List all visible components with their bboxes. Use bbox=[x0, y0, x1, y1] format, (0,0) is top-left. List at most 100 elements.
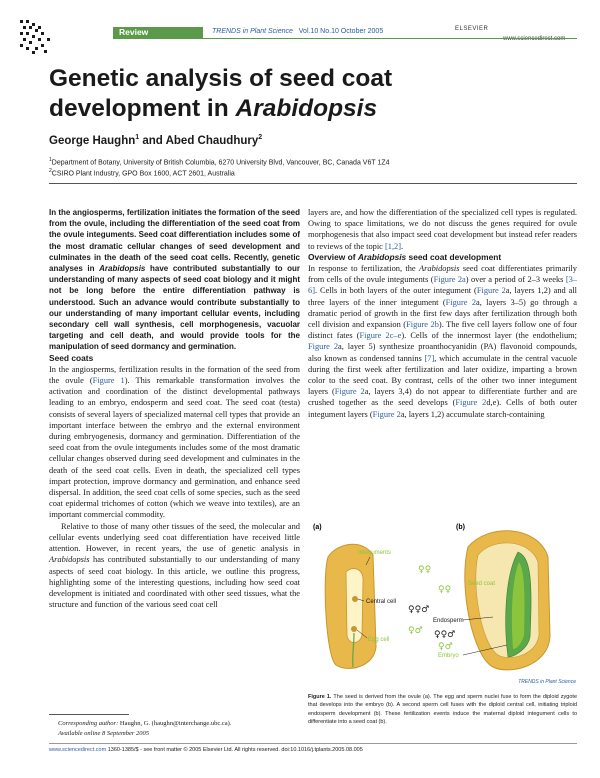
journal-name: TRENDS in Plant Science bbox=[212, 28, 293, 35]
affiliation-1-text: Department of Botany, University of Brit… bbox=[51, 159, 390, 167]
panel-a-label: (a) bbox=[313, 524, 322, 531]
figure-1-caption: Figure 1. The seed is derived from the o… bbox=[308, 693, 577, 727]
affiliation-2: 2CSIRO Plant Industry, GPO Box 1600, ACT… bbox=[49, 168, 235, 177]
corresponding-label: Corresponding author: bbox=[58, 720, 119, 727]
publisher-name: ELSEVIER bbox=[455, 26, 489, 32]
journal-citation: TRENDS in Plant Science Vol.10 No.10 Oct… bbox=[212, 28, 383, 35]
publisher-logo: ELSEVIER www.sciencedirect.com bbox=[455, 26, 577, 48]
footer-text: 1360-1385/$ - see front matter © 2005 El… bbox=[106, 747, 363, 753]
central-cell-nucleus bbox=[352, 596, 358, 602]
abstract-genus: Arabidopsis bbox=[99, 264, 146, 274]
seed-coat-symbols: ♀♀ bbox=[438, 585, 451, 595]
p1-part-a: In the angiosperms, fertilization result… bbox=[49, 364, 300, 386]
figure-1: (a) Integuments Central cell Egg cell ♀♀… bbox=[308, 517, 578, 687]
pointer-integuments bbox=[365, 556, 371, 566]
rp1-d: . Cells in both layers of the outer inte… bbox=[314, 286, 477, 296]
figure-1-link[interactable]: Figure 1 bbox=[92, 376, 125, 386]
heading-seed-coats: Seed coats bbox=[49, 352, 94, 363]
rp1-e: a, layers 1,2) and all three layers of t… bbox=[308, 286, 577, 307]
footer-rule bbox=[49, 743, 577, 744]
heading-overview-post: seed coat development bbox=[406, 251, 502, 262]
corresponding-author-note: Corresponding author: Haughn, G. (haughn… bbox=[58, 720, 231, 727]
figure-credit: TRENDS in Plant Science bbox=[518, 679, 576, 685]
abstract-part-1: In the angiosperms, fertilization initia… bbox=[49, 208, 300, 274]
footer-url[interactable]: www.sciencedirect.com bbox=[49, 747, 107, 753]
section-label: Review bbox=[119, 27, 149, 37]
section-tab: Review bbox=[113, 27, 203, 38]
rp1-h: ). Cells of the innermost layer (the end… bbox=[401, 331, 577, 341]
figure-2-link[interactable]: Figure 2 bbox=[445, 297, 477, 307]
title-line-2: development in bbox=[49, 95, 236, 122]
header-rule bbox=[113, 38, 577, 39]
corresponding-text: Haughn, G. (haughn@interchange.ubc.ca). bbox=[118, 720, 232, 727]
paragraph-continued: layers are, and how the differentiation … bbox=[308, 207, 577, 252]
author-1-sup: 1 bbox=[135, 134, 140, 141]
rp1-g: ). The five cell layers follow one of fo… bbox=[308, 320, 578, 341]
rp1-j: , which accumulate in the central vacuol… bbox=[308, 353, 577, 397]
title-genus: Arabidopsis bbox=[235, 95, 378, 122]
caption-text: The seed is derived from the ovule (a). … bbox=[308, 694, 577, 726]
pointer-central-cell bbox=[357, 598, 365, 602]
pointer-endosperm bbox=[462, 616, 494, 621]
ref-7-link[interactable]: [7] bbox=[424, 353, 435, 363]
egg-cell-symbols: ♀♂ bbox=[408, 626, 423, 636]
rp1-b: seed coat differentiates primarily from … bbox=[308, 264, 577, 285]
figure-2a-link[interactable]: Figure 2a bbox=[433, 275, 466, 285]
rp1-m: a, layers 1,2) accumulate starch-contain… bbox=[400, 409, 545, 419]
rp0-b: . bbox=[401, 241, 404, 251]
paragraph-seed-coats-1: In the angiosperms, fertilization result… bbox=[49, 364, 300, 521]
label-seed-coat: Seed coat bbox=[468, 581, 495, 587]
affiliation-2-sup: 2 bbox=[49, 168, 52, 174]
rp1-i: a, layer 5) synthesize proanthocyanidin … bbox=[308, 342, 578, 363]
available-online-note: Available online 8 September 2005 bbox=[58, 730, 149, 737]
central-cell-symbols: ♀♀♂ bbox=[408, 605, 429, 615]
ref-1-2-link[interactable]: [1,2] bbox=[384, 241, 402, 251]
abstract-part-2: have contributed substantially to our un… bbox=[49, 264, 301, 352]
trends-logo-icon bbox=[20, 20, 50, 54]
embryo-symbols: ♀♂ bbox=[438, 642, 453, 652]
figure-2-link[interactable]: Figure 2 bbox=[334, 387, 365, 397]
label-central-cell: Central cell bbox=[366, 599, 396, 605]
article-title: Genetic analysis of seed coat developmen… bbox=[49, 64, 469, 124]
embryo-inner bbox=[511, 562, 525, 649]
p2-part-a: Relative to those of many other tissues … bbox=[49, 521, 300, 554]
journal-logo bbox=[18, 18, 64, 58]
author-list: George Haughn1 and Abed Chaudhury2 bbox=[49, 134, 262, 147]
title-rule bbox=[49, 183, 577, 184]
footnote-rule bbox=[49, 714, 129, 715]
rp1-c: ) over a period of 2–3 weeks bbox=[465, 275, 566, 285]
page-footer: www.sciencedirect.com 1360-1385/$ - see … bbox=[49, 747, 363, 753]
rp1-f: a, layers 3–5) go through a dramatic per… bbox=[308, 297, 577, 330]
author-1: George Haughn bbox=[49, 134, 136, 147]
abstract: In the angiosperms, fertilization initia… bbox=[49, 207, 300, 353]
caption-label: Figure 1. bbox=[308, 694, 332, 700]
figure-2-link[interactable]: Figure 2 bbox=[476, 286, 506, 296]
volume-info: Vol.10 No.10 October 2005 bbox=[298, 28, 384, 35]
figure-2c-e-link[interactable]: Figure 2c–e bbox=[359, 331, 402, 341]
figure-2b-link[interactable]: Figure 2b bbox=[406, 320, 439, 330]
paragraph-overview: In response to fertilization, the Arabid… bbox=[308, 263, 577, 420]
label-embryo: Embryo bbox=[438, 653, 459, 659]
rp1-a: In response to fertilization, the bbox=[308, 264, 420, 274]
figure-2-link[interactable]: Figure 2 bbox=[455, 398, 487, 408]
ref-3-6-link[interactable]: [3–6] bbox=[308, 275, 577, 296]
rp0-a: layers are, and how the differentiation … bbox=[308, 208, 577, 251]
author-2: Abed Chaudhury bbox=[165, 134, 259, 147]
left-column: In the angiosperms, fertilization initia… bbox=[49, 207, 300, 610]
figure-2-link[interactable]: Figure 2 bbox=[308, 342, 339, 352]
rp1-l: d,e). Cells of both outer integument lay… bbox=[308, 398, 577, 419]
pointer-egg-cell bbox=[356, 629, 368, 639]
affiliation-2-text: CSIRO Plant Industry, GPO Box 1600, ACT … bbox=[51, 170, 235, 178]
affiliation-1: 1Department of Botany, University of Bri… bbox=[49, 157, 390, 166]
endosperm-symbols: ♀♀♂ bbox=[434, 630, 455, 640]
figure-2-link[interactable]: Figure 2 bbox=[372, 409, 401, 419]
panel-b-label: (b) bbox=[456, 524, 465, 531]
publisher-url: www.sciencedirect.com bbox=[503, 36, 566, 42]
egg-cell-nucleus bbox=[351, 626, 357, 632]
pollen-tube bbox=[352, 632, 355, 668]
heading-overview: Overview of Arabidopsis seed coat develo… bbox=[308, 252, 577, 263]
p1-part-b: ). This remarkable transformation involv… bbox=[49, 376, 300, 520]
figure-1-diagram: (a) Integuments Central cell Egg cell ♀♀… bbox=[308, 517, 578, 687]
paragraph-seed-coats-2: Relative to those of many other tissues … bbox=[49, 521, 300, 611]
rp1-genus: Arabidopsis bbox=[419, 264, 460, 274]
